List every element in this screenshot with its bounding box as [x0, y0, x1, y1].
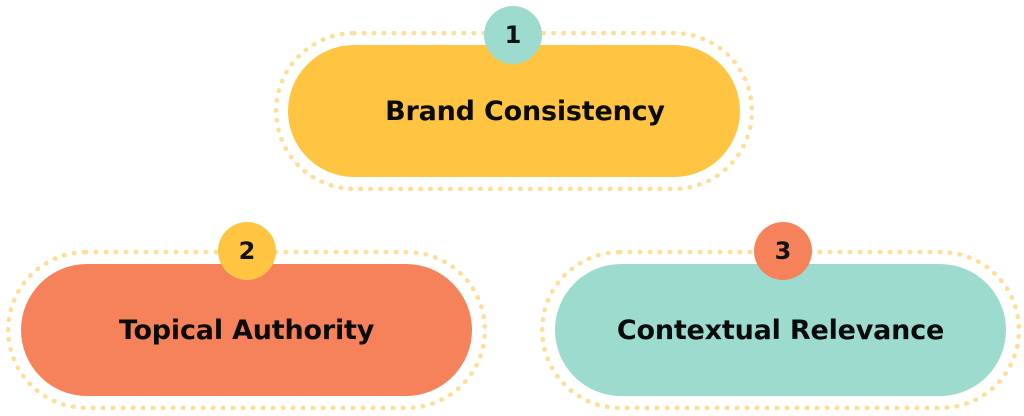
pill-brand-consistency: Brand Consistency — [288, 45, 740, 177]
number-badge-2: 2 — [218, 222, 276, 280]
number-badge-3: 3 — [754, 222, 812, 280]
pill-topical-authority: Topical Authority — [21, 264, 472, 396]
pill-label: Brand Consistency — [385, 95, 665, 127]
badge-number: 1 — [504, 21, 522, 49]
badge-number: 3 — [774, 237, 792, 265]
pill-label: Contextual Relevance — [616, 314, 945, 346]
pill-label: Topical Authority — [118, 314, 375, 346]
badge-number: 2 — [238, 237, 256, 265]
number-badge-1: 1 — [484, 6, 542, 64]
pill-contextual-relevance: Contextual Relevance — [555, 264, 1006, 396]
